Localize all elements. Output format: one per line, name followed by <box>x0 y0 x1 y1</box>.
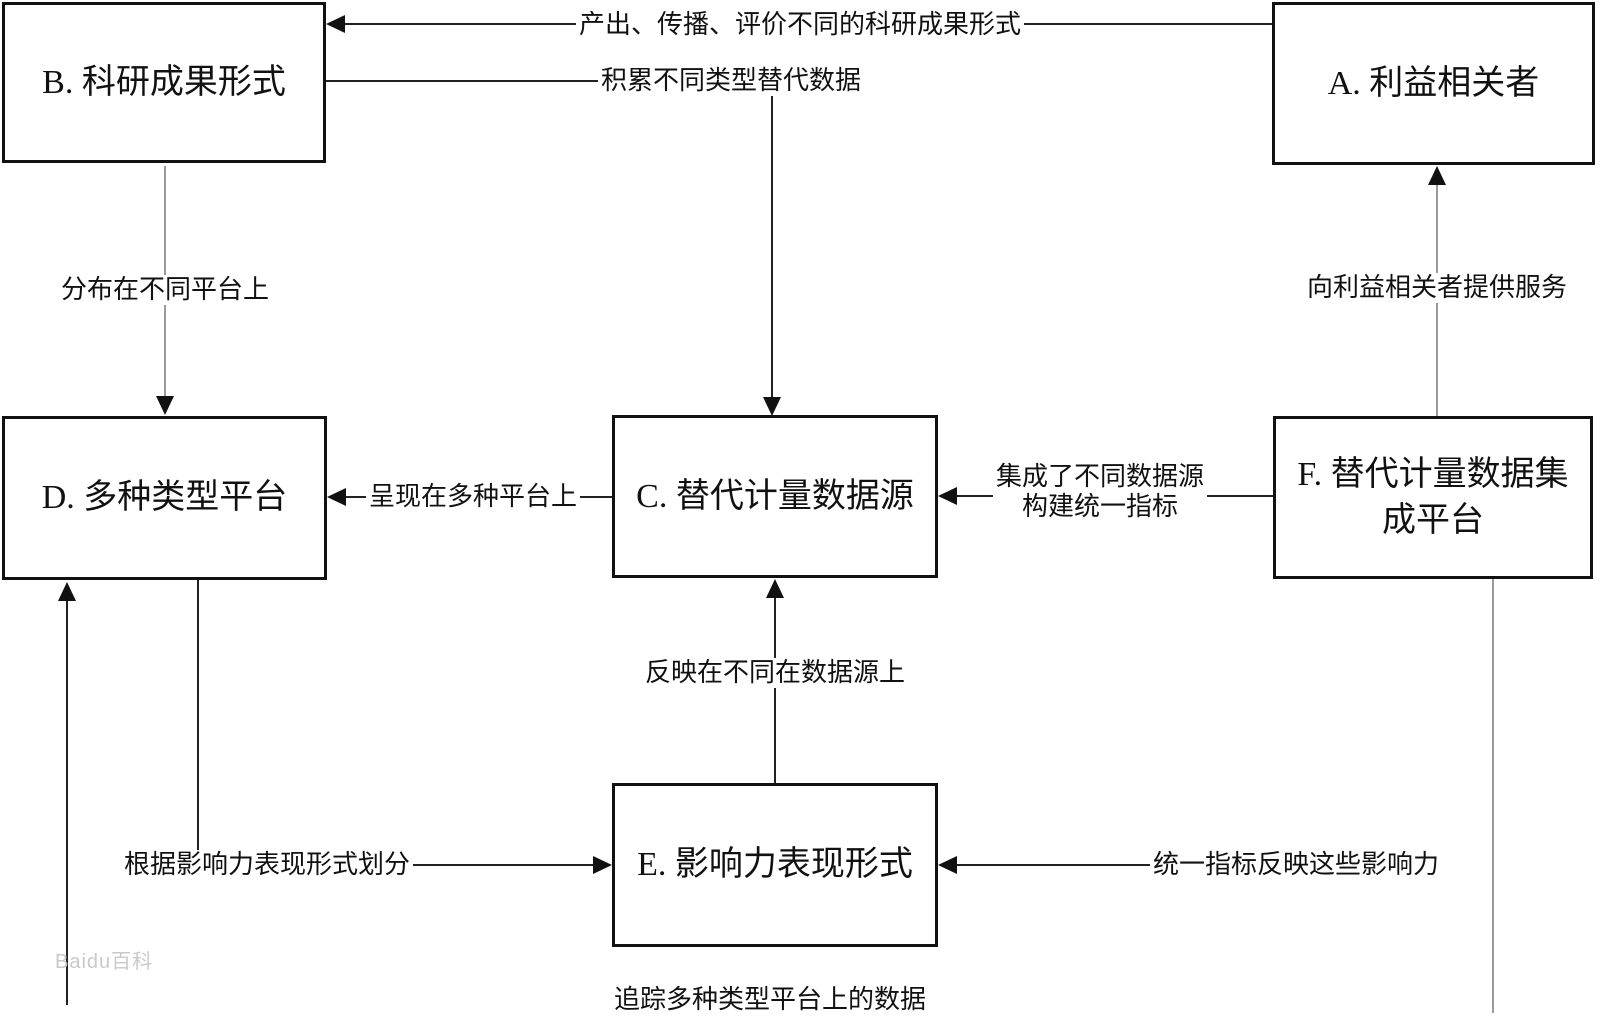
arrowhead-left-into-e-icon <box>938 856 957 874</box>
node-d-label: D. 多种类型平台 <box>41 479 288 516</box>
edge-c-to-d-label: 呈现在多种平台上 <box>365 482 581 512</box>
arrowhead-down-into-c-icon <box>763 397 781 416</box>
node-a-stakeholders: A. 利益相关者 <box>1272 2 1595 165</box>
edge-d-to-e-vline <box>197 580 199 865</box>
arrowhead-up-into-d-icon <box>58 582 76 601</box>
arrowhead-up-into-a-icon <box>1428 166 1446 185</box>
edge-b-to-d-label: 分布在不同平台上 <box>57 275 273 305</box>
node-e-impact-forms: E. 影响力表现形式 <box>612 783 938 947</box>
node-f-label: F. 替代计量数据集成平台 <box>1297 455 1569 539</box>
baidu-baike-watermark: Baidu百科 <box>55 951 154 973</box>
node-e-label: E. 影响力表现形式 <box>637 846 913 883</box>
edge-f-bottom-line <box>1492 579 1494 1013</box>
node-f-altmetric-integration-platform: F. 替代计量数据集成平台 <box>1273 416 1593 579</box>
edge-f-to-c-label-line2: 构建统一指标 <box>1021 492 1179 521</box>
edge-into-e-right-line <box>956 864 1156 866</box>
node-c-altmetric-data-sources: C. 替代计量数据源 <box>612 415 938 578</box>
node-b-label: B. 科研成果形式 <box>42 63 286 101</box>
arrowhead-left-into-d-icon <box>327 488 346 506</box>
node-a-label: A. 利益相关者 <box>1327 64 1540 102</box>
node-b-research-output-forms: B. 科研成果形式 <box>2 2 326 163</box>
edge-b-to-c-vline <box>771 81 773 400</box>
node-d-platform-types: D. 多种类型平台 <box>2 416 327 580</box>
arrowhead-left-into-b-icon <box>326 15 345 33</box>
edge-b-to-c-hline <box>326 80 772 82</box>
edge-d-to-e-label: 根据影响力表现形式划分 <box>120 850 414 880</box>
edge-b-to-c-label: 积累不同类型替代数据 <box>598 66 865 96</box>
edge-f-to-a-label: 向利益相关者提供服务 <box>1303 273 1571 303</box>
edge-e-to-c-line <box>774 596 776 783</box>
edge-bottom-into-d-line <box>66 600 68 1005</box>
edge-a-to-b-label: 产出、传播、评价不同的科研成果形式 <box>575 10 1025 40</box>
edge-into-e-right-label: 统一指标反映这些影响力 <box>1150 850 1443 880</box>
arrowhead-up-into-c-icon <box>766 579 784 598</box>
arrowhead-right-into-e-icon <box>593 856 612 874</box>
arrowhead-left-into-c-icon <box>938 487 957 505</box>
edge-f-to-d-bottom-label: 追踪多种类型平台上的数据 <box>610 985 930 1015</box>
edge-f-to-c-label-line1: 集成了不同数据源 <box>995 462 1205 491</box>
edge-f-to-c-label: 集成了不同数据源 构建统一指标 <box>992 462 1208 522</box>
edge-e-to-c-label: 反映在不同在数据源上 <box>641 658 909 688</box>
arrowhead-down-into-d-icon <box>156 396 174 415</box>
node-c-label: C. 替代计量数据源 <box>636 477 914 515</box>
